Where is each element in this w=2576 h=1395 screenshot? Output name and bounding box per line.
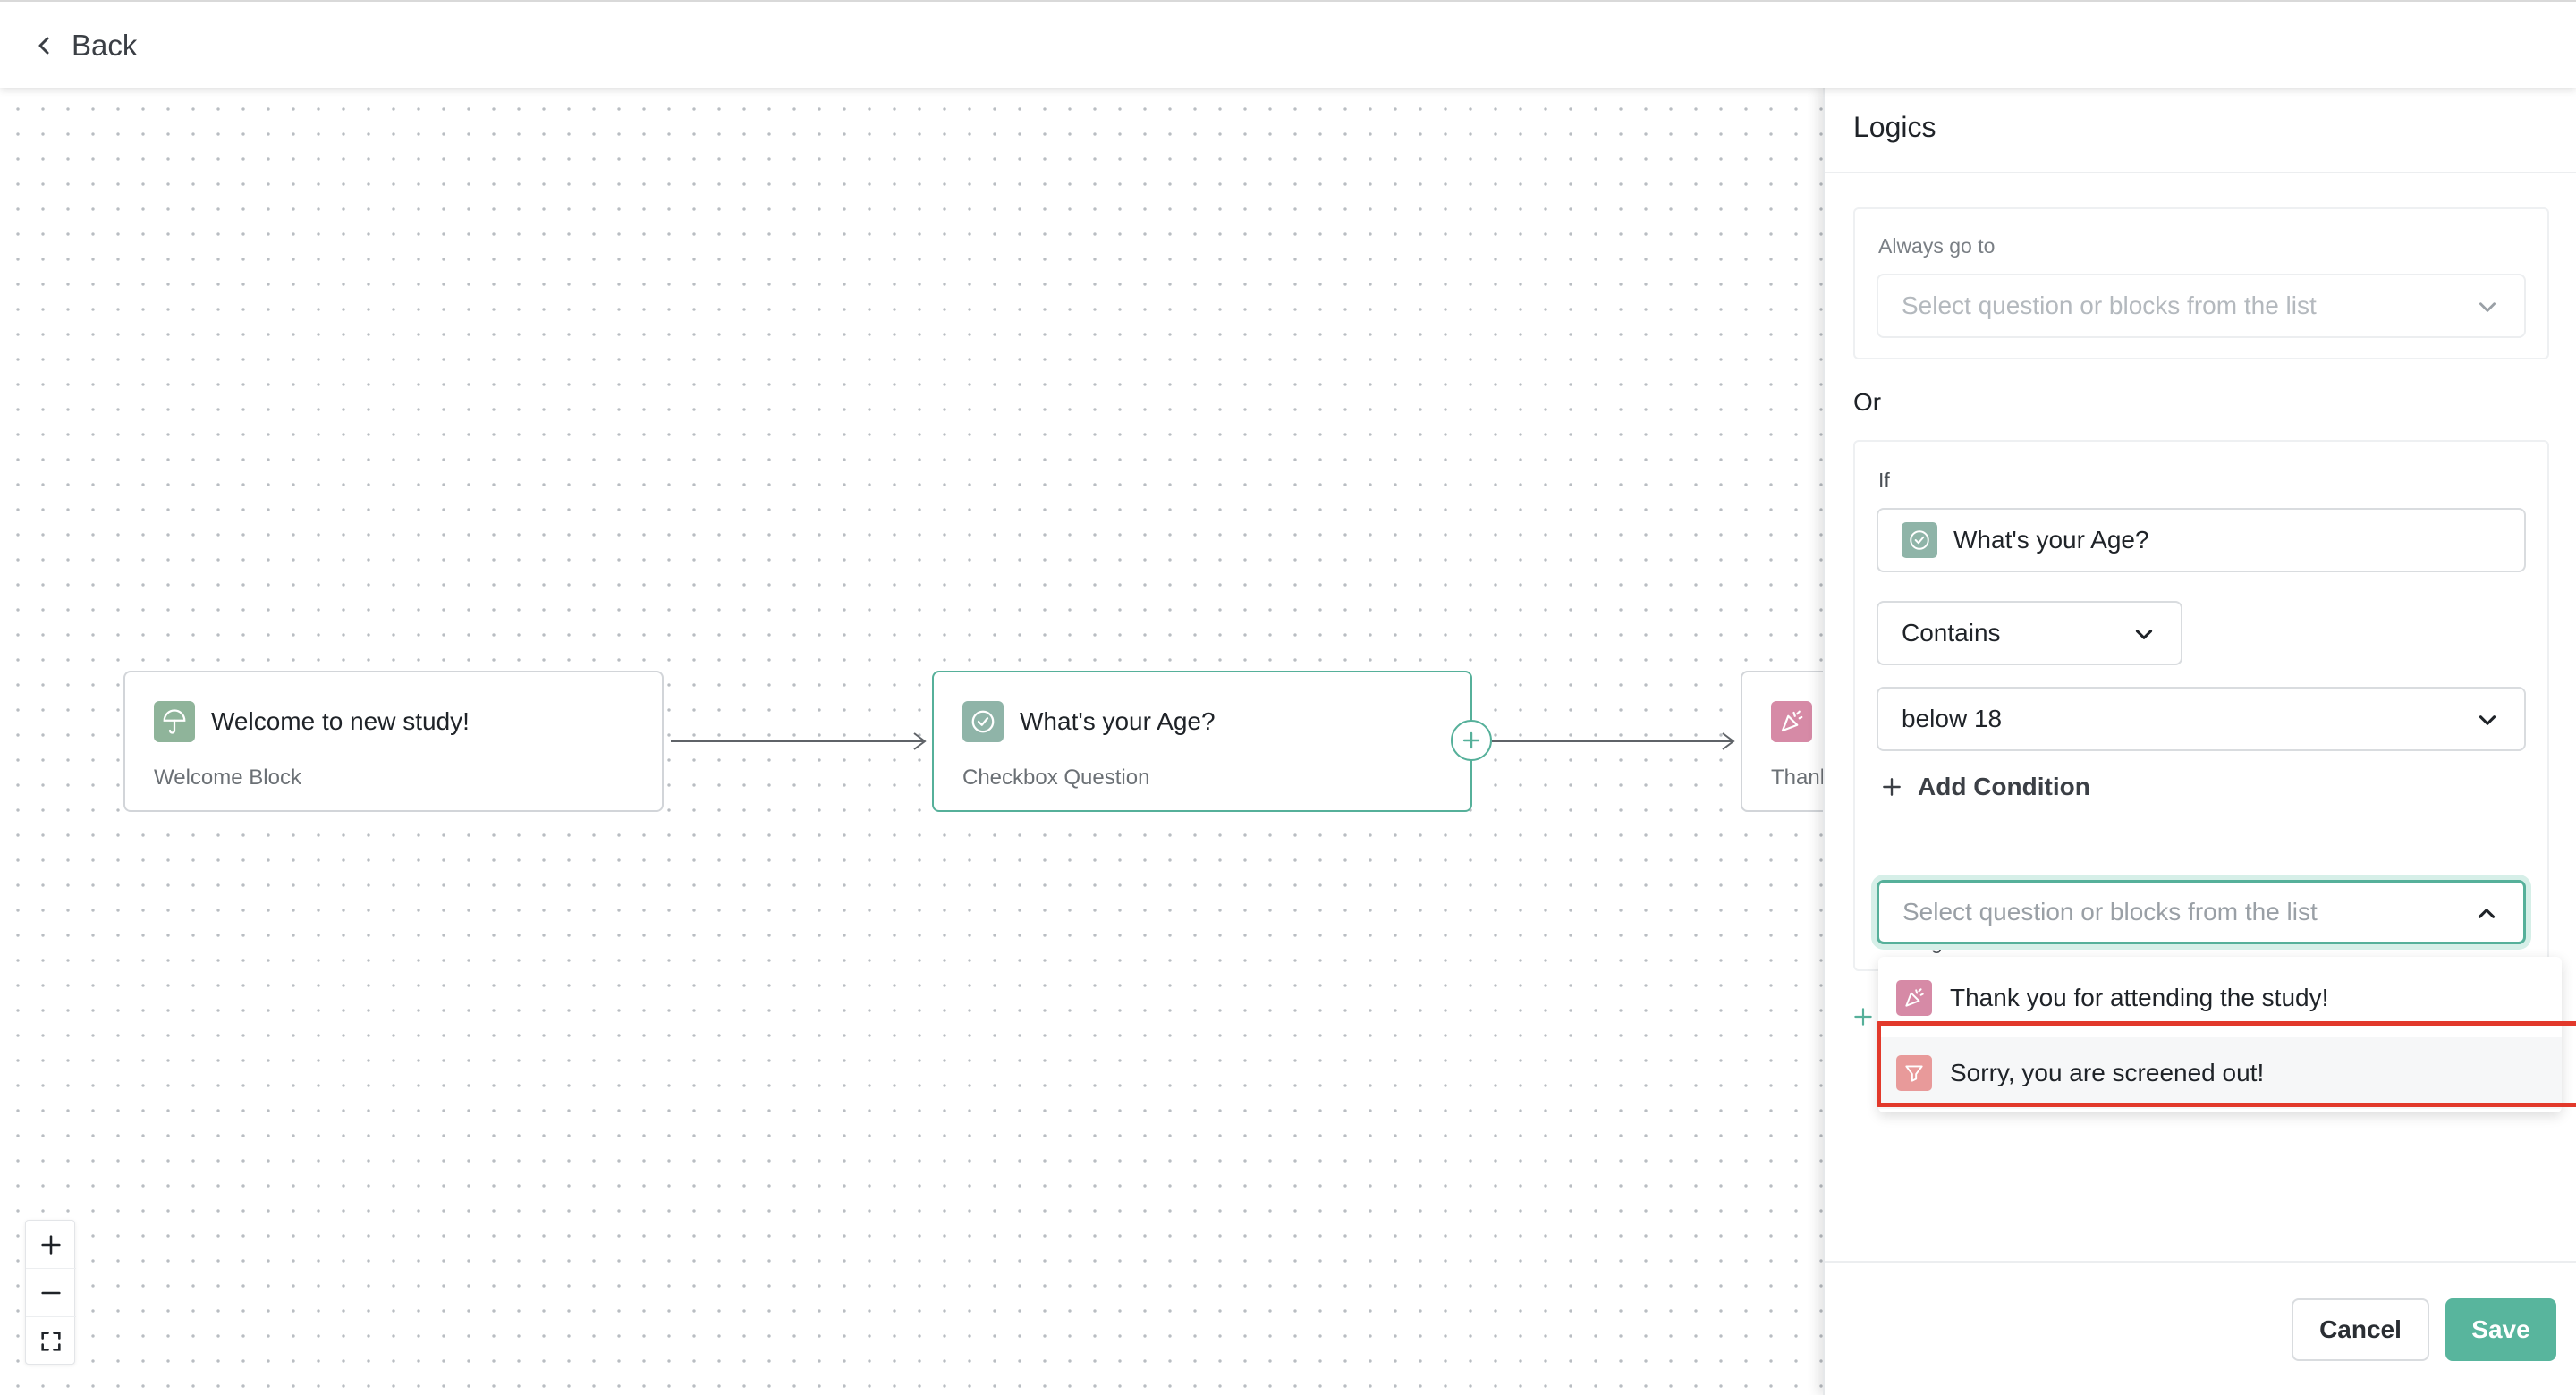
zoom-out-button[interactable]	[26, 1269, 76, 1317]
if-label: If	[1878, 469, 1890, 492]
flow-canvas[interactable]: Welcome to new study! Welcome Block What…	[0, 88, 1825, 1395]
node-title: What's your Age?	[1020, 707, 1216, 735]
back-label: Back	[72, 29, 138, 62]
add-node-button[interactable]	[1451, 720, 1492, 761]
condition-question-select[interactable]: What's your Age?	[1877, 508, 2526, 572]
chevron-up-icon	[2478, 909, 2496, 918]
chevron-left-icon	[38, 37, 49, 55]
node-subtitle: Thank	[1771, 765, 1825, 790]
check-circle-icon	[1902, 522, 1937, 558]
condition-operator-select[interactable]: Contains	[1877, 601, 2182, 665]
always-go-to-card: Always go to Select question or blocks f…	[1853, 207, 2549, 359]
condition-value-select[interactable]: below 18	[1877, 687, 2526, 751]
condition-question-value: What's your Age?	[1953, 526, 2149, 554]
or-label: Or	[1853, 388, 1882, 416]
always-go-to-placeholder: Select question or blocks from the list	[1902, 292, 2317, 319]
then-go-to-select[interactable]: Select question or blocks from the list	[1877, 880, 2526, 944]
condition-value: below 18	[1902, 705, 2003, 732]
top-bar: Back	[0, 0, 2576, 88]
dropdown-option-screened-out[interactable]: Sorry, you are screened out!	[1878, 1037, 2562, 1109]
node-subtitle: Welcome Block	[154, 765, 301, 790]
chevron-down-icon	[2135, 630, 2153, 639]
save-button[interactable]: Save	[2445, 1298, 2556, 1361]
fit-view-button[interactable]	[26, 1317, 76, 1365]
zoom-out-icon	[41, 1291, 61, 1294]
add-condition-label: Add Condition	[1918, 773, 2090, 800]
panel-footer: Cancel Save	[1825, 1261, 2576, 1395]
add-condition-button[interactable]: Add Condition	[1880, 773, 2090, 801]
fit-view-icon	[41, 1332, 61, 1351]
dropdown-option-label: Sorry, you are screened out!	[1950, 1059, 2265, 1086]
panel-divider	[1825, 172, 2576, 173]
party-popper-icon	[1896, 980, 1932, 1016]
panel-title: Logics	[1853, 111, 1936, 143]
flow-node-thank-you[interactable]: Thank	[1741, 671, 1825, 812]
chevron-down-icon	[2479, 302, 2496, 312]
then-go-to-dropdown: Thank you for attending the study! Sorry…	[1878, 957, 2562, 1112]
node-subtitle: Checkbox Question	[962, 765, 1150, 790]
logic-panel: Logics Always go to Select question or b…	[1823, 88, 2576, 1395]
flow-node-welcome[interactable]: Welcome to new study! Welcome Block	[123, 671, 664, 812]
dropdown-option-label: Thank you for attending the study!	[1950, 984, 2329, 1011]
node-title: Welcome to new study!	[211, 707, 470, 735]
plus-icon	[1462, 731, 1480, 749]
always-go-to-select[interactable]: Select question or blocks from the list	[1877, 274, 2526, 338]
plus-icon	[1883, 778, 1901, 796]
add-rule-icon[interactable]	[1852, 1005, 1875, 1028]
then-go-to-placeholder: Select question or blocks from the list	[1902, 898, 2318, 926]
zoom-controls	[25, 1220, 76, 1365]
zoom-in-icon	[41, 1234, 61, 1255]
cancel-button[interactable]: Cancel	[2292, 1298, 2429, 1361]
chevron-down-icon	[2479, 715, 2496, 725]
back-button[interactable]: Back	[34, 25, 137, 66]
filter-icon	[1896, 1055, 1932, 1091]
dropdown-option-thank-you[interactable]: Thank you for attending the study!	[1878, 962, 2562, 1034]
condition-operator-value: Contains	[1902, 619, 2001, 647]
party-popper-icon	[1771, 701, 1812, 742]
check-circle-icon	[962, 701, 1004, 742]
umbrella-icon	[154, 701, 195, 742]
always-go-to-label: Always go to	[1878, 234, 1996, 258]
zoom-in-button[interactable]	[26, 1221, 76, 1269]
flow-node-age-question[interactable]: What's your Age? Checkbox Question	[932, 671, 1492, 812]
